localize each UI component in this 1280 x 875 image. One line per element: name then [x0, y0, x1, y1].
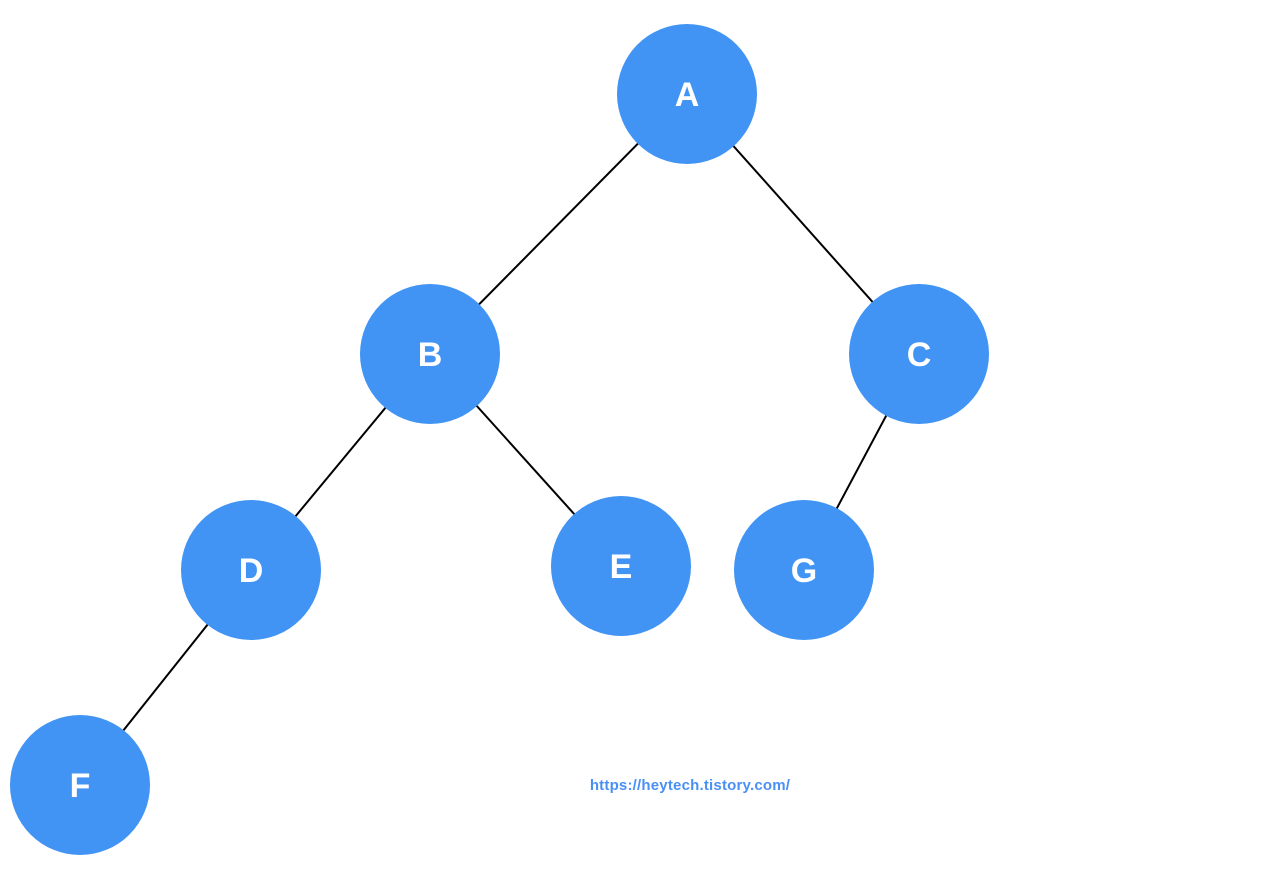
tree-node-D: D [181, 500, 321, 640]
node-circle-G [734, 500, 874, 640]
tree-node-A: A [617, 24, 757, 164]
node-label-D: D [239, 552, 264, 590]
tree-node-G: G [734, 500, 874, 640]
node-label-B: B [418, 336, 443, 374]
node-circle-B [360, 284, 500, 424]
node-circle-A [617, 24, 757, 164]
node-label-A: A [675, 76, 700, 114]
tree-node-C: C [849, 284, 989, 424]
node-label-E: E [610, 548, 633, 586]
node-circle-F [10, 715, 150, 855]
tree-node-B: B [360, 284, 500, 424]
node-label-F: F [70, 767, 91, 805]
node-circle-D [181, 500, 321, 640]
node-label-G: G [791, 552, 817, 590]
tree-node-F: F [10, 715, 150, 855]
tree-node-E: E [551, 496, 691, 636]
node-label-C: C [907, 336, 932, 374]
node-circle-E [551, 496, 691, 636]
node-circle-C [849, 284, 989, 424]
watermark-url: https://heytech.tistory.com/ [589, 777, 791, 794]
